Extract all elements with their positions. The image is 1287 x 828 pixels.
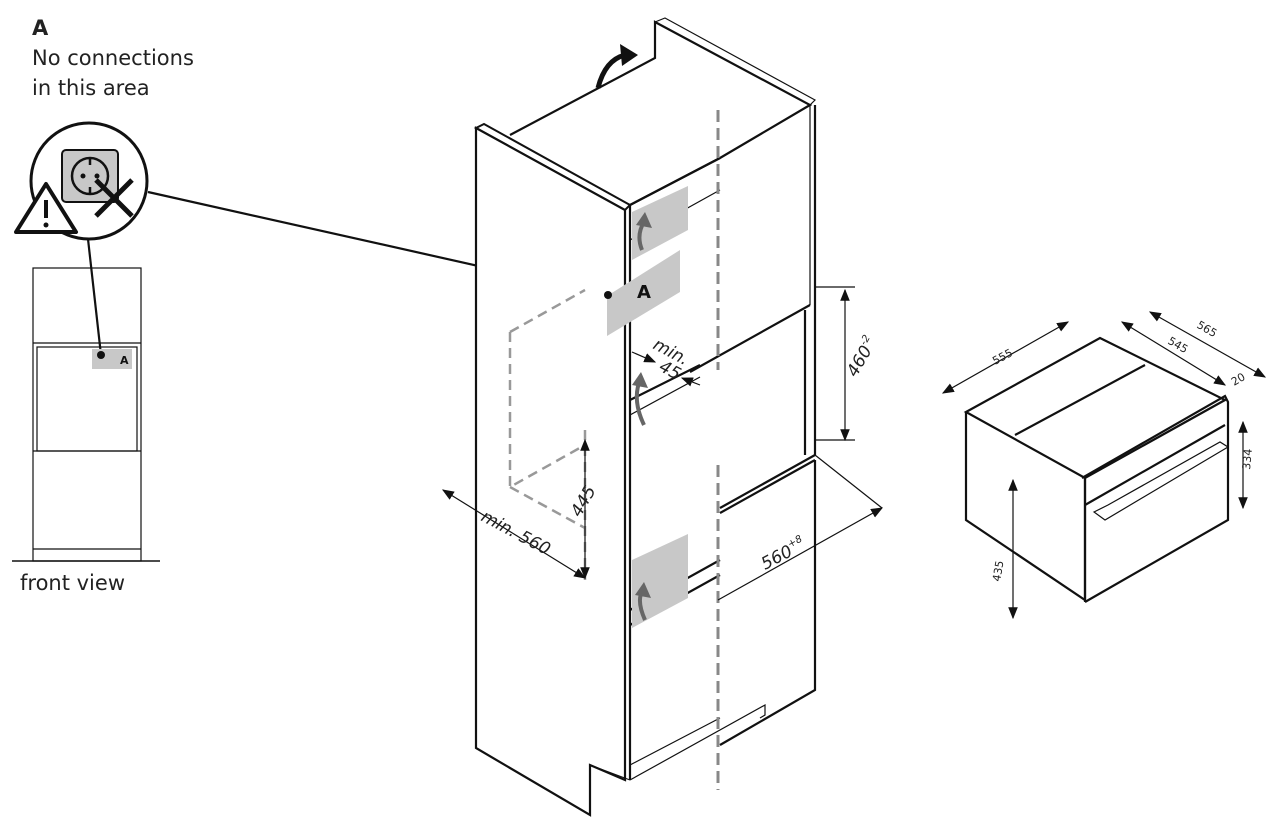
callout-note: A No connections in this area <box>32 16 194 100</box>
cabinet-zone-letter: A <box>637 282 651 303</box>
front-view-label: front view <box>20 571 125 595</box>
dim-435: 435 <box>990 560 1006 583</box>
dim-555: 555 <box>990 346 1015 367</box>
dim-565: 565 <box>1195 318 1220 340</box>
dim-20: 20 <box>1229 370 1248 388</box>
warning-icon <box>14 182 78 234</box>
no-socket-magnifier <box>14 121 149 241</box>
no-connection-zone <box>607 250 680 336</box>
dim-334: 334 <box>1240 448 1255 470</box>
rotate-arrow-icon <box>595 52 626 89</box>
dim-460: 460-2 <box>842 333 881 380</box>
callout-letter: A <box>32 16 49 40</box>
cross-icon <box>94 178 134 218</box>
dim-545: 545 <box>1166 334 1191 356</box>
callout-line1: No connections <box>32 46 194 70</box>
callout-line2: in this area <box>32 76 150 100</box>
tall-cabinet: A <box>473 17 817 817</box>
front-view-cabinet: A front view <box>12 267 160 595</box>
dim-560: 560+8 <box>757 534 809 575</box>
front-zone-letter: A <box>120 354 129 367</box>
leader-line-front <box>86 238 103 356</box>
